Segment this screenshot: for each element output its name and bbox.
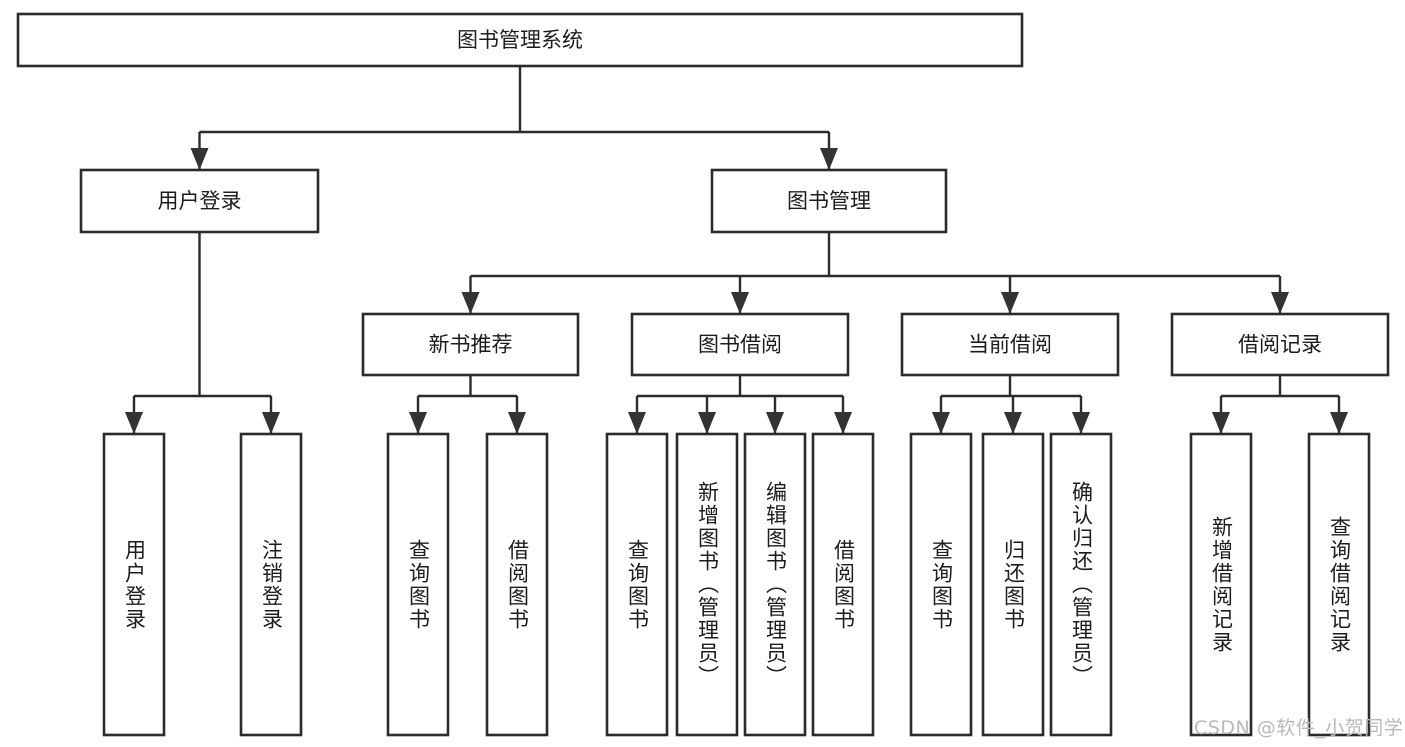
node-box-leaf-add-record[interactable] bbox=[1189, 432, 1253, 737]
node-box-book-manage[interactable] bbox=[710, 168, 948, 234]
arrow-head-icon bbox=[125, 412, 143, 434]
arrow-head-icon bbox=[1072, 412, 1090, 434]
node-box-leaf-edit-book[interactable] bbox=[743, 432, 807, 737]
node-box-new-book-rec[interactable] bbox=[361, 312, 580, 377]
node-label-current-borrow: 当前借阅 bbox=[968, 333, 1052, 357]
node-box-leaf-borrow-book-1[interactable] bbox=[485, 432, 549, 737]
node-label-book-manage: 图书管理 bbox=[787, 189, 871, 213]
node-box-user-login[interactable] bbox=[79, 168, 320, 234]
node-label-root: 图书管理系统 bbox=[457, 28, 583, 52]
node-box-leaf-borrow-book-2[interactable] bbox=[811, 432, 875, 737]
node-label-book-borrow: 图书借阅 bbox=[698, 333, 782, 357]
boxes-layer bbox=[16, 12, 1390, 737]
node-label-new-book-rec: 新书推荐 bbox=[429, 333, 513, 357]
node-box-root[interactable] bbox=[16, 12, 1024, 68]
node-box-leaf-user-login[interactable] bbox=[102, 432, 166, 737]
node-box-leaf-confirm-return[interactable] bbox=[1049, 432, 1113, 737]
node-box-current-borrow[interactable] bbox=[900, 312, 1120, 377]
arrow-head-icon bbox=[1004, 412, 1022, 434]
arrow-head-icon bbox=[508, 412, 526, 434]
node-box-leaf-query-book-1[interactable] bbox=[386, 432, 450, 737]
csdn-watermark: CSDN @软件_小贺同学 bbox=[1194, 717, 1404, 739]
arrow-head-icon bbox=[1330, 412, 1348, 434]
node-box-leaf-add-book[interactable] bbox=[675, 432, 739, 737]
node-box-leaf-query-book-2[interactable] bbox=[605, 432, 669, 737]
arrow-head-icon bbox=[262, 412, 280, 434]
arrow-head-icon bbox=[834, 412, 852, 434]
node-box-borrow-record[interactable] bbox=[1170, 312, 1390, 377]
node-box-leaf-query-record[interactable] bbox=[1307, 432, 1371, 737]
arrow-head-icon bbox=[409, 412, 427, 434]
node-box-leaf-user-logout[interactable] bbox=[239, 432, 303, 737]
node-box-leaf-query-book-3[interactable] bbox=[909, 432, 973, 737]
arrow-head-icon bbox=[190, 148, 209, 170]
arrow-head-icon bbox=[1212, 412, 1230, 434]
arrow-head-icon bbox=[766, 412, 784, 434]
arrow-head-icon bbox=[1271, 292, 1289, 314]
node-box-book-borrow[interactable] bbox=[630, 312, 850, 377]
node-label-user-login: 用户登录 bbox=[158, 189, 242, 213]
arrow-head-icon bbox=[698, 412, 716, 434]
node-box-leaf-return-book[interactable] bbox=[981, 432, 1045, 737]
arrow-head-icon bbox=[1001, 292, 1019, 314]
arrow-head-icon bbox=[731, 292, 749, 314]
arrow-head-icon bbox=[628, 412, 646, 434]
arrow-head-icon bbox=[461, 292, 480, 314]
node-label-borrow-record: 借阅记录 bbox=[1238, 333, 1322, 357]
connectors-layer bbox=[125, 66, 1348, 434]
arrow-head-icon bbox=[820, 148, 838, 170]
arrow-head-icon bbox=[932, 412, 950, 434]
